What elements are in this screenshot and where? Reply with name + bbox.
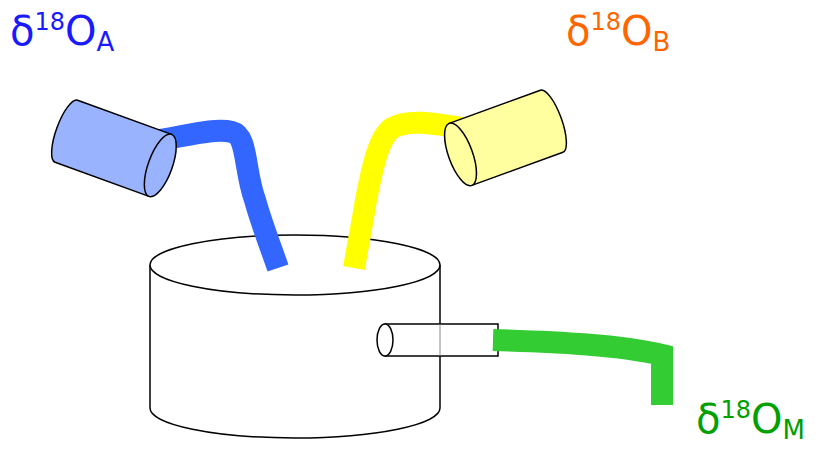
isotope-label-a: δ18OA bbox=[10, 10, 114, 55]
isotope-label-b: δ18OB bbox=[566, 10, 670, 55]
isotope-label-m: δ18OM bbox=[696, 398, 805, 443]
source-cup-b bbox=[438, 87, 572, 190]
outflow-stream bbox=[493, 340, 662, 405]
source-cup-a bbox=[46, 97, 183, 201]
inflow-stream-a bbox=[160, 131, 278, 268]
outlet-pipe bbox=[377, 324, 498, 356]
